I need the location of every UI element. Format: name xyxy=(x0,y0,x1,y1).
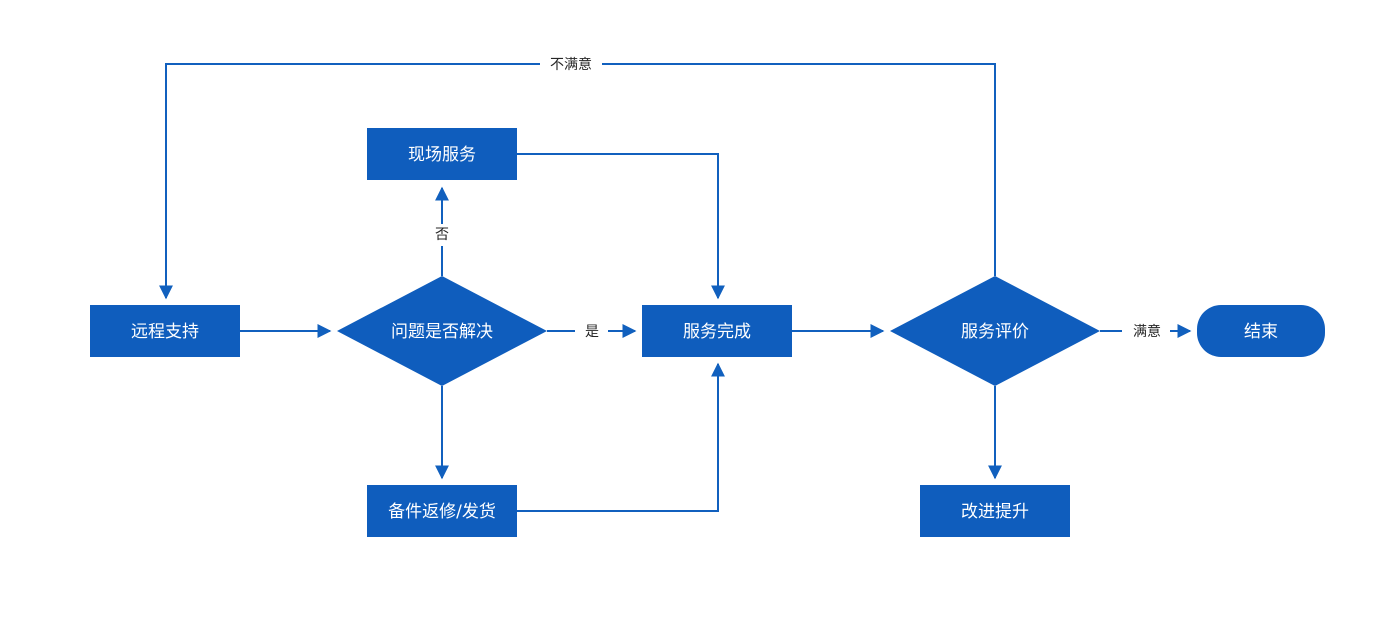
edge-onsite-to-done xyxy=(517,153,725,300)
node-label-end: 结束 xyxy=(1244,322,1278,342)
node-label-remote-support: 远程支持 xyxy=(131,322,199,342)
node-shape-rounded-rectangle[interactable] xyxy=(1197,305,1325,357)
edge-label-no: 否 xyxy=(435,227,449,243)
node-shape-rectangle[interactable] xyxy=(367,485,517,537)
edge-label-mask-no xyxy=(428,224,458,246)
node-label-problem-solved: 问题是否解决 xyxy=(391,322,493,342)
edge-parts-to-done xyxy=(517,362,725,512)
node-end[interactable]: 结束 xyxy=(1197,305,1325,357)
node-label-service-done: 服务完成 xyxy=(683,322,751,342)
node-shape-diamond[interactable] xyxy=(337,276,547,386)
node-problem-solved[interactable]: 问题是否解决 xyxy=(337,276,547,386)
edge-label-unsatisfied: 不满意 xyxy=(550,56,592,73)
node-remote-support[interactable]: 远程支持 xyxy=(90,305,240,357)
node-shape-diamond[interactable] xyxy=(890,276,1100,386)
edge-label-mask-unsatisfied xyxy=(540,54,602,74)
node-improvement[interactable]: 改进提升 xyxy=(920,485,1070,537)
node-label-improvement: 改进提升 xyxy=(961,502,1029,522)
node-shape-rectangle[interactable] xyxy=(642,305,792,357)
node-shape-rectangle[interactable] xyxy=(367,128,517,180)
edge-decision-yes-to-done: 是 xyxy=(547,324,637,340)
edge-review-satisfied-to-end: 满意 xyxy=(1100,323,1192,340)
node-service-review[interactable]: 服务评价 xyxy=(890,276,1100,386)
edge-decision-no-to-onsite: 否 xyxy=(428,186,458,276)
node-service-done[interactable]: 服务完成 xyxy=(642,305,792,357)
edge-label-yes: 是 xyxy=(585,324,599,340)
edge-review-unsatisfied-loop: 不满意 xyxy=(159,54,996,300)
edge-label-satisfied: 满意 xyxy=(1133,323,1161,340)
node-label-parts-repair: 备件返修/发货 xyxy=(388,502,496,522)
node-label-service-review: 服务评价 xyxy=(961,322,1029,342)
node-onsite-service[interactable]: 现场服务 xyxy=(367,128,517,180)
node-shape-rectangle[interactable] xyxy=(920,485,1070,537)
node-shape-rectangle[interactable] xyxy=(90,305,240,357)
node-parts-repair[interactable]: 备件返修/发货 xyxy=(367,485,517,537)
node-label-onsite-service: 现场服务 xyxy=(408,145,476,165)
